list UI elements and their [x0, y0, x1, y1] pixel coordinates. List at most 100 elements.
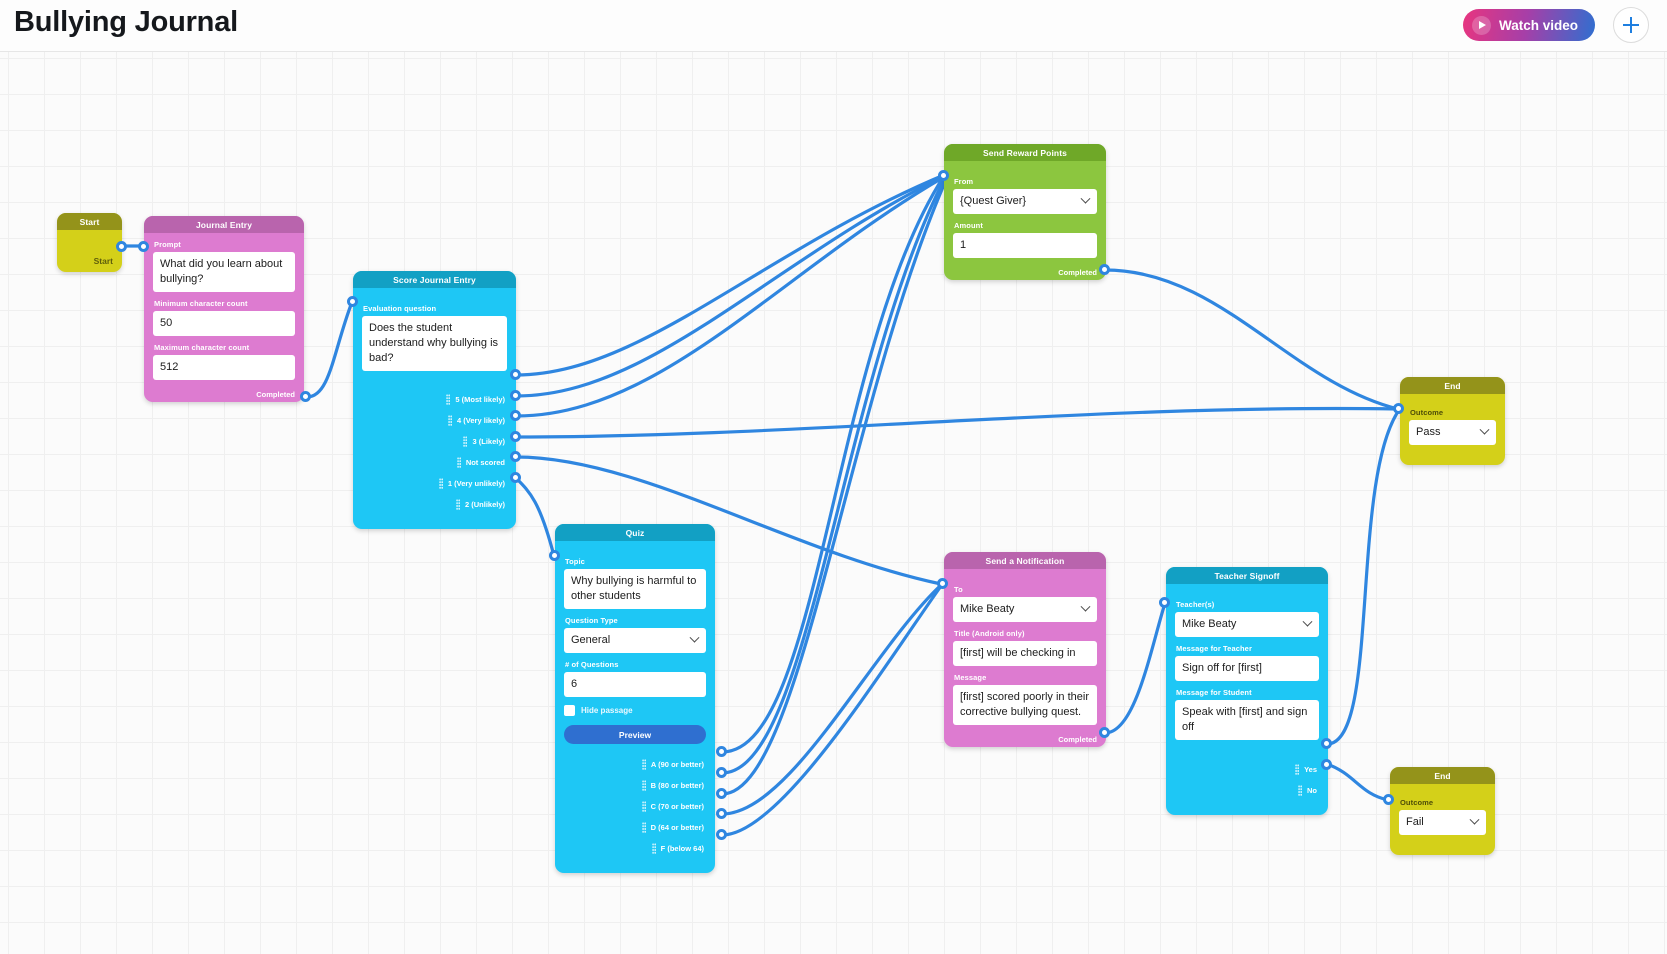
port-start-out[interactable]	[116, 241, 127, 252]
node-send-notification[interactable]: Send a Notification To Mike Beaty Title …	[944, 552, 1106, 747]
node-send-notification-title: Send a Notification	[944, 552, 1106, 569]
signoff-msg-student-input[interactable]: Speak with [first] and sign off	[1175, 700, 1319, 740]
signoff-teachers-value: Mike Beaty	[1182, 618, 1237, 630]
watch-video-label: Watch video	[1498, 17, 1578, 33]
watch-video-button[interactable]: Watch video	[1462, 9, 1595, 41]
port-row-score-1[interactable]: 1 (Very unlikely)	[362, 473, 507, 494]
page-title: Bullying Journal	[14, 6, 238, 38]
port-score-out-3[interactable]	[510, 410, 521, 421]
node-teacher-signoff[interactable]: Teacher Signoff Teacher(s) Mike Beaty Me…	[1166, 567, 1328, 815]
port-row-score-5[interactable]: 5 (Most likely)	[362, 389, 507, 410]
drag-handle-icon[interactable]	[448, 415, 453, 426]
node-journal-entry[interactable]: Journal Entry Prompt What did you learn …	[144, 216, 304, 402]
quiz-preview-button[interactable]: Preview	[564, 725, 706, 744]
port-score-out-not-scored[interactable]	[510, 431, 521, 442]
node-journal-entry-title: Journal Entry	[144, 216, 304, 233]
drag-handle-icon[interactable]	[651, 843, 656, 854]
port-teacher-signoff-no[interactable]	[1321, 759, 1332, 770]
node-quiz[interactable]: Quiz Topic Why bullying is harmful to ot…	[555, 524, 715, 873]
reward-from-select[interactable]: {Quest Giver}	[953, 189, 1097, 214]
score-question-label: Evaluation question	[363, 304, 437, 313]
notification-to-select[interactable]: Mike Beaty	[953, 597, 1097, 622]
port-score-out-5[interactable]	[510, 369, 521, 380]
drag-handle-icon[interactable]	[1295, 764, 1300, 775]
port-score-out-4[interactable]	[510, 390, 521, 401]
drag-handle-icon[interactable]	[1298, 785, 1302, 796]
drag-handle-icon[interactable]	[438, 478, 443, 489]
port-journal-entry-in[interactable]	[138, 241, 149, 252]
drag-handle-icon[interactable]	[455, 499, 460, 510]
flow-canvas[interactable]: Start Start Journal Entry Prompt What di…	[0, 52, 1667, 954]
port-label-score-not-scored: Not scored	[465, 458, 505, 467]
journal-completed-label: Completed	[256, 390, 295, 399]
port-row-signoff-no[interactable]: No	[1175, 780, 1319, 801]
port-row-signoff-yes[interactable]: Yes	[1175, 759, 1319, 780]
port-end-fail-in[interactable]	[1383, 794, 1394, 805]
quiz-num-questions-input[interactable]: 6	[564, 672, 706, 697]
journal-prompt-input[interactable]: What did you learn about bullying?	[153, 252, 295, 292]
port-teacher-signoff-in[interactable]	[1159, 597, 1170, 608]
port-send-reward-points-completed[interactable]	[1099, 264, 1110, 275]
port-row-quiz-a[interactable]: A (90 or better)	[564, 754, 706, 775]
end-fail-outcome-select[interactable]: Fail	[1399, 810, 1486, 835]
port-row-quiz-d[interactable]: D (64 or better)	[564, 817, 706, 838]
end-pass-outcome-select[interactable]: Pass	[1409, 420, 1496, 445]
top-bar: Bullying Journal Watch video	[0, 0, 1667, 52]
quiz-topic-input[interactable]: Why bullying is harmful to other student…	[564, 569, 706, 609]
drag-handle-icon[interactable]	[463, 436, 468, 447]
port-row-quiz-f[interactable]: F (below 64)	[564, 838, 706, 859]
node-start[interactable]: Start Start	[57, 213, 122, 272]
port-score-journal-entry-in[interactable]	[347, 296, 358, 307]
port-row-score-4[interactable]: 4 (Very likely)	[362, 410, 507, 431]
port-send-notification-completed[interactable]	[1099, 727, 1110, 738]
drag-handle-icon[interactable]	[446, 394, 451, 405]
node-send-reward-points[interactable]: Send Reward Points From {Quest Giver} Am…	[944, 144, 1106, 280]
port-journal-entry-completed[interactable]	[300, 391, 311, 402]
port-row-score-2[interactable]: 2 (Unlikely)	[362, 494, 507, 515]
port-send-reward-points-in[interactable]	[938, 170, 949, 181]
port-row-score-not-scored[interactable]: Not scored	[362, 452, 507, 473]
port-row-quiz-c[interactable]: C (70 or better)	[564, 796, 706, 817]
quiz-hide-passage-row[interactable]: Hide passage	[564, 705, 706, 716]
score-question-input[interactable]: Does the student understand why bullying…	[362, 316, 507, 371]
port-score-out-2[interactable]	[510, 472, 521, 483]
port-quiz-out-a[interactable]	[716, 746, 727, 757]
notification-completed-label: Completed	[1058, 735, 1097, 744]
port-quiz-in[interactable]	[549, 550, 560, 561]
port-label-signoff-yes: Yes	[1304, 765, 1317, 774]
port-row-quiz-b[interactable]: B (80 or better)	[564, 775, 706, 796]
port-row-score-3[interactable]: 3 (Likely)	[362, 431, 507, 452]
port-label-score-2: 2 (Unlikely)	[464, 500, 505, 509]
quiz-question-type-select[interactable]: General	[564, 628, 706, 653]
signoff-teachers-select[interactable]: Mike Beaty	[1175, 612, 1319, 637]
drag-handle-icon[interactable]	[641, 780, 646, 791]
drag-handle-icon[interactable]	[456, 457, 461, 468]
journal-min-input[interactable]: 50	[153, 311, 295, 336]
node-end-pass[interactable]: End Outcome Pass	[1400, 377, 1505, 465]
signoff-msg-teacher-input[interactable]: Sign off for [first]	[1175, 656, 1319, 681]
notification-to-value: Mike Beaty	[960, 603, 1015, 615]
port-quiz-out-b[interactable]	[716, 767, 727, 778]
notification-title-input[interactable]: [first] will be checking in	[953, 641, 1097, 666]
journal-max-input[interactable]: 512	[153, 355, 295, 380]
node-score-journal-entry[interactable]: Score Journal Entry Evaluation question …	[353, 271, 516, 529]
port-quiz-out-f[interactable]	[716, 829, 727, 840]
drag-handle-icon[interactable]	[641, 759, 646, 770]
drag-handle-icon[interactable]	[641, 801, 646, 812]
node-end-fail[interactable]: End Outcome Fail	[1390, 767, 1495, 855]
chevron-down-icon	[1479, 424, 1490, 435]
port-end-pass-in[interactable]	[1393, 403, 1404, 414]
drag-handle-icon[interactable]	[641, 822, 646, 833]
port-label-quiz-b: B (80 or better)	[650, 781, 704, 790]
quiz-question-type-value: General	[571, 634, 611, 646]
notification-message-input[interactable]: [first] scored poorly in their correctiv…	[953, 685, 1097, 725]
port-score-out-1[interactable]	[510, 451, 521, 462]
port-teacher-signoff-yes[interactable]	[1321, 738, 1332, 749]
port-quiz-out-d[interactable]	[716, 808, 727, 819]
chevron-down-icon	[1469, 814, 1480, 825]
reward-amount-input[interactable]: 1	[953, 233, 1097, 258]
port-quiz-out-c[interactable]	[716, 788, 727, 799]
add-node-button[interactable]	[1613, 7, 1649, 43]
quiz-hide-passage-checkbox[interactable]	[564, 705, 575, 716]
port-send-notification-in[interactable]	[937, 578, 948, 589]
